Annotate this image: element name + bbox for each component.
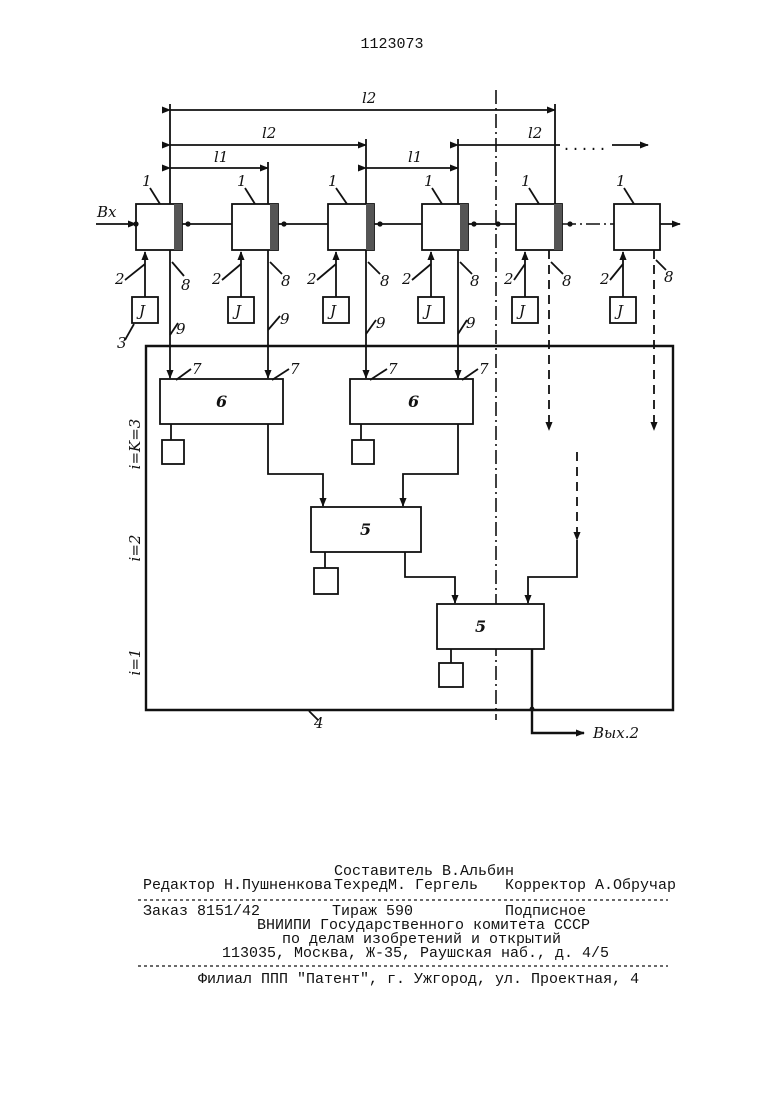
aux-box xyxy=(439,663,463,687)
label-8: 8 xyxy=(281,272,291,290)
aux-box xyxy=(162,440,184,464)
aux-box xyxy=(352,440,374,464)
label-8: 8 xyxy=(664,268,674,286)
unit-5-box-level1 xyxy=(437,604,544,649)
unit-1-box xyxy=(614,204,660,250)
label-2: 2 xyxy=(599,270,610,288)
editor-text: Редактор Н.Пушненкова xyxy=(143,877,332,894)
processing-block-4: 4 i=K=3 i=2 i=1 6 6 7 7 7 7 5 xyxy=(126,346,673,742)
label-2: 2 xyxy=(401,270,412,288)
colophon: Составитель В.Альбин Редактор Н.Пушненко… xyxy=(138,863,676,988)
label-2: 2 xyxy=(114,270,125,288)
label-8: 8 xyxy=(562,272,572,290)
level-label-1: i=1 xyxy=(126,649,144,676)
corrector-text: Корректор А.Обручар xyxy=(505,877,676,894)
label-9: 9 xyxy=(280,310,290,328)
label-1: 1 xyxy=(616,172,626,190)
level-label-3: i=K=3 xyxy=(126,419,144,470)
label-5: 5 xyxy=(360,520,371,539)
label-2: 2 xyxy=(306,270,317,288)
dim-label-l1-left: l1 xyxy=(214,148,228,166)
label-2: 2 xyxy=(211,270,222,288)
input-label: Bx xyxy=(96,203,117,221)
label-9: 9 xyxy=(466,314,476,332)
address-text: 113035, Москва, Ж-35, Раушская наб., д. … xyxy=(222,945,609,962)
label-9: 9 xyxy=(376,314,386,332)
label-7: 7 xyxy=(290,360,300,378)
dim-label-l2-top: l2 xyxy=(362,89,376,107)
patent-number: 1123073 xyxy=(360,36,423,53)
label-6: 6 xyxy=(216,392,227,411)
order-text: Заказ 8151/42 xyxy=(143,903,260,920)
label-1: 1 xyxy=(237,172,247,190)
label-8: 8 xyxy=(470,272,480,290)
output-label: Вых.2 xyxy=(592,724,639,742)
label-7: 7 xyxy=(388,360,398,378)
dim-label-l2-mid: l2 xyxy=(262,124,276,142)
label-2: 2 xyxy=(503,270,514,288)
dim-label-l1-right: l1 xyxy=(408,148,422,166)
techred-text: ТехредМ. Гергель xyxy=(334,877,478,894)
dim-label-l2-right: l2 xyxy=(528,124,542,142)
label-8: 8 xyxy=(181,276,191,294)
label-5: 5 xyxy=(475,617,486,636)
branch-text: Филиал ППП "Патент", г. Ужгород, ул. Про… xyxy=(198,971,639,988)
dim-continuation-dots: ..... xyxy=(562,138,607,155)
label-8: 8 xyxy=(380,272,390,290)
label-1: 1 xyxy=(142,172,152,190)
label-1: 1 xyxy=(424,172,434,190)
label-7: 7 xyxy=(479,360,489,378)
label-1: 1 xyxy=(328,172,338,190)
label-3: 3 xyxy=(117,334,127,352)
aux-box xyxy=(314,568,338,594)
label-7: 7 xyxy=(192,360,202,378)
label-1: 1 xyxy=(521,172,531,190)
label-6: 6 xyxy=(408,392,419,411)
level-label-2: i=2 xyxy=(126,535,144,562)
